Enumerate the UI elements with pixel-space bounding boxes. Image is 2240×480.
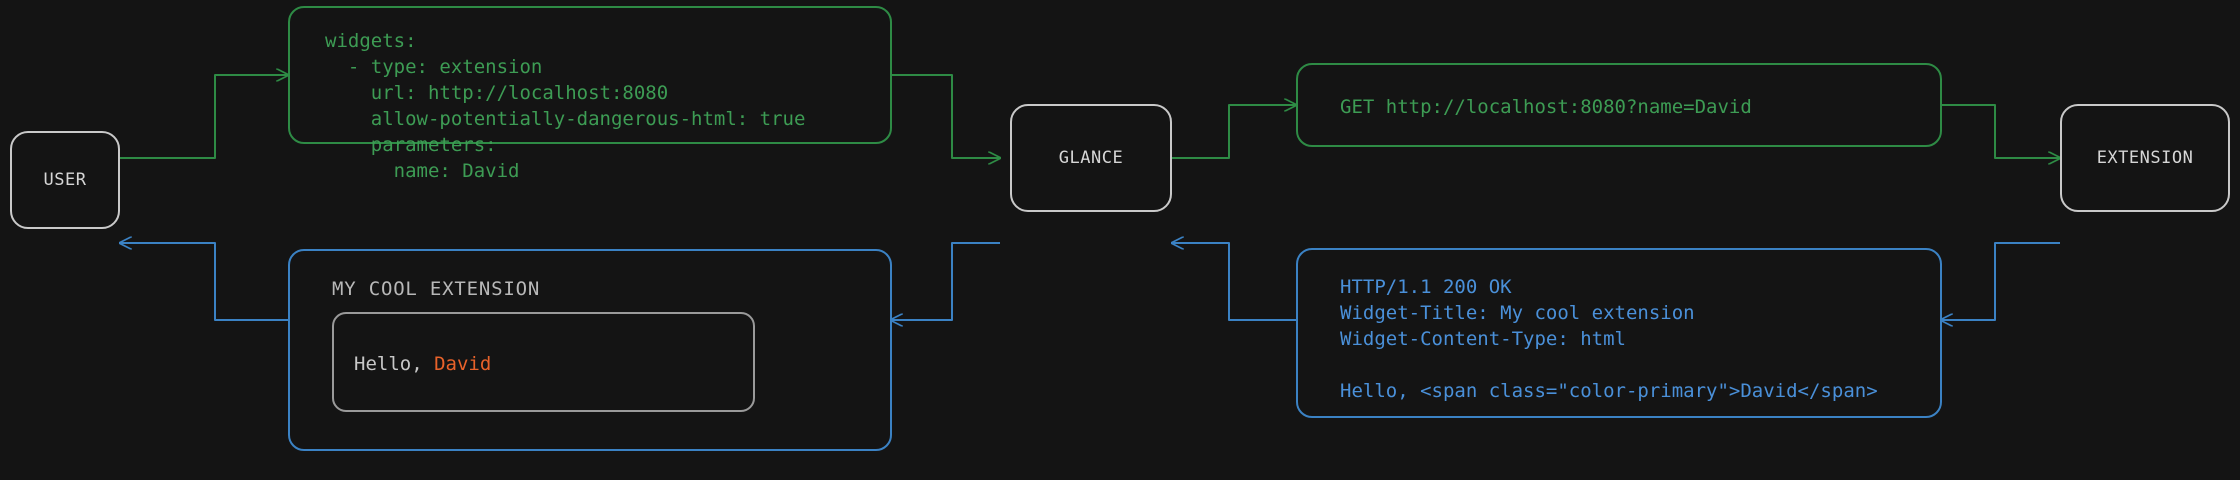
edge-glance-to-rendered-widget (891, 242, 1000, 320)
rendered-widget-content-box: Hello, David (332, 312, 755, 412)
edge-glance-to-http-request (1172, 105, 1296, 159)
edge-rendered-widget-to-user (120, 243, 288, 321)
rendered-widget-greeting-prefix: Hello, (354, 353, 435, 375)
edge-http-request-to-extension (1941, 104, 2060, 158)
panel-http-response[interactable]: HTTP/1.1 200 OK Widget-Title: My cool ex… (1296, 248, 1942, 418)
panel-http-request[interactable]: GET http://localhost:8080?name=David (1296, 63, 1942, 147)
node-glance[interactable]: GLANCE (1010, 104, 1172, 212)
edge-extension-to-http-response (1941, 242, 2060, 320)
edge-user-to-yaml (120, 75, 288, 159)
panel-yaml-config[interactable]: widgets: - type: extension url: http://l… (288, 6, 892, 182)
yaml-config-code: widgets: - type: extension url: http://l… (325, 30, 806, 182)
node-user[interactable]: USER (10, 131, 120, 229)
node-user-label: USER (43, 170, 87, 190)
node-glance-label: GLANCE (1058, 148, 1124, 168)
edge-http-response-to-glance (1172, 243, 1296, 321)
http-response-code: HTTP/1.1 200 OK Widget-Title: My cool ex… (1340, 276, 1878, 402)
rendered-widget-title: MY COOL EXTENSION (332, 278, 541, 300)
rendered-widget-greeting-name: David (434, 353, 492, 375)
edge-yaml-to-glance (891, 74, 1000, 158)
node-extension[interactable]: EXTENSION (2060, 104, 2230, 212)
rendered-widget-greeting: Hello, David (354, 353, 491, 375)
panel-rendered-widget[interactable]: MY COOL EXTENSION Hello, David (288, 249, 892, 451)
node-extension-label: EXTENSION (2096, 148, 2194, 168)
http-request-code: GET http://localhost:8080?name=David (1340, 96, 1752, 118)
